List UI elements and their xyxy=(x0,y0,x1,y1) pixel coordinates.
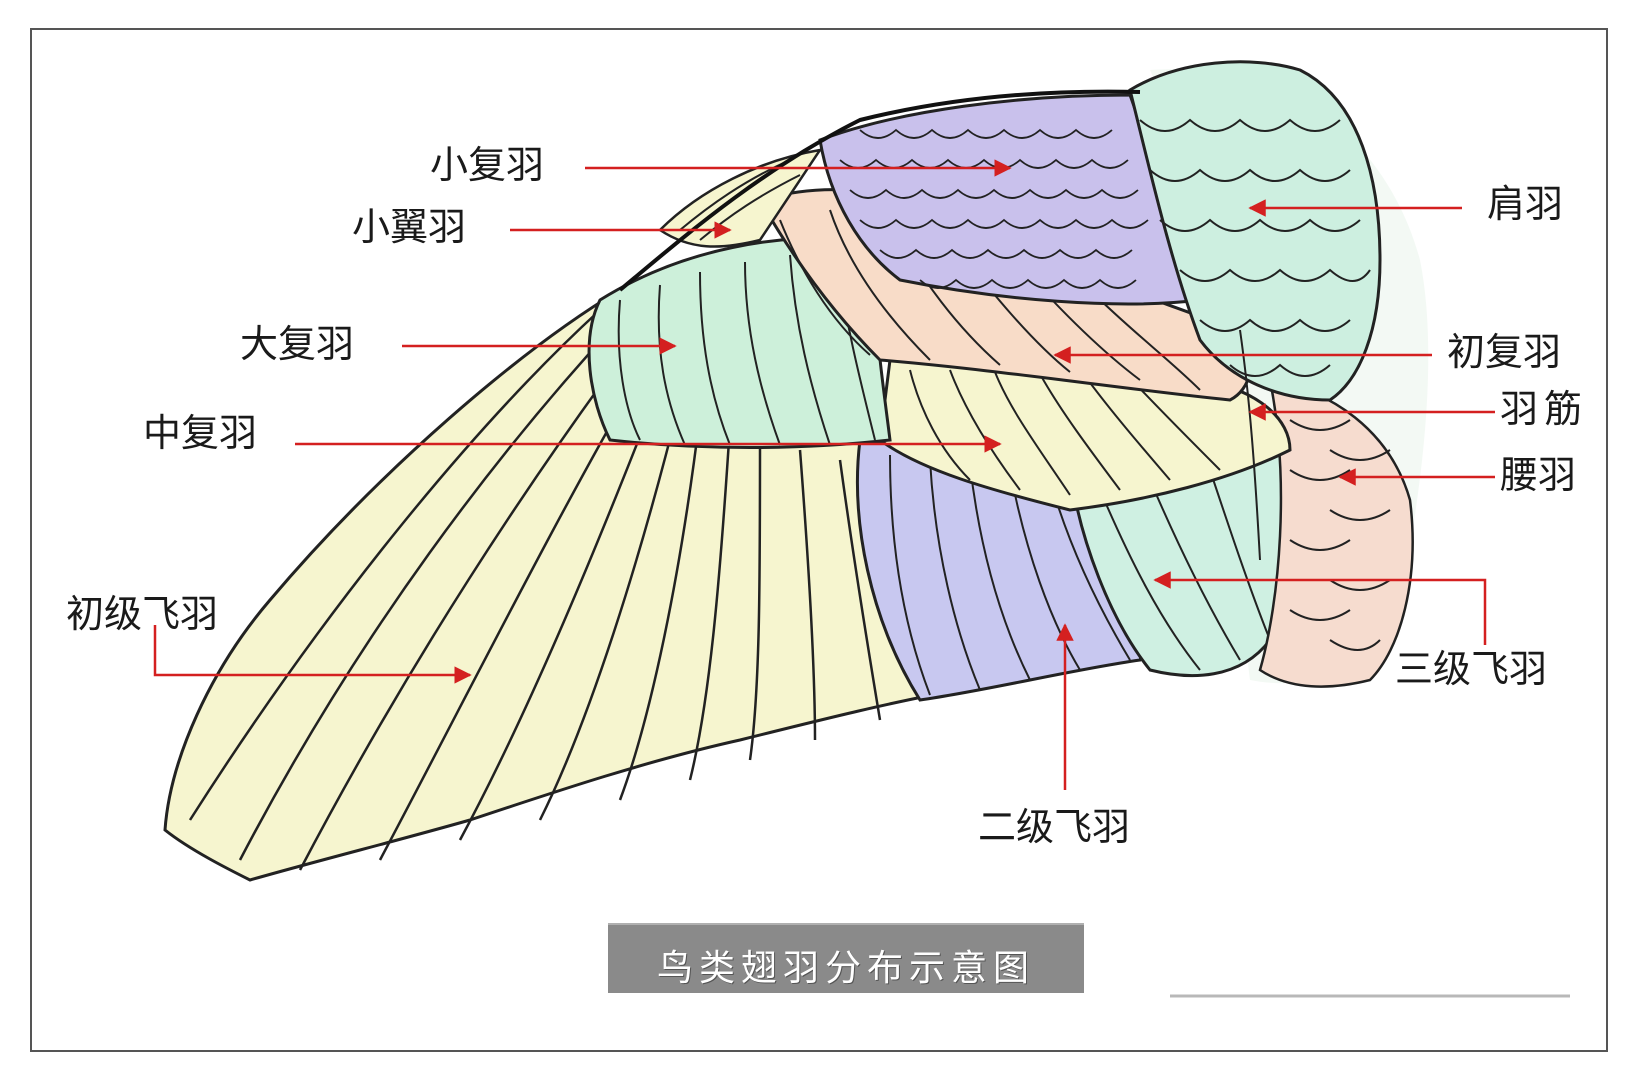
label-primaries: 初级飞羽 xyxy=(66,592,219,636)
label-alula: 小翼羽 xyxy=(352,205,467,249)
rump-area xyxy=(1258,378,1414,688)
scapulars-area xyxy=(1128,60,1382,402)
label-scapulars: 肩羽 xyxy=(1487,182,1564,226)
label-lesser-coverts: 小复羽 xyxy=(430,143,545,187)
feather-vein-line xyxy=(1239,329,1261,561)
label-greater-coverts: 大复羽 xyxy=(240,322,355,366)
label-tertials: 三级飞羽 xyxy=(1395,647,1548,691)
caption-box: 鸟类翅羽分布示意图 xyxy=(608,923,1084,993)
label-secondaries: 二级飞羽 xyxy=(978,805,1131,849)
pointer-primaries xyxy=(153,625,472,684)
label-rump: 腰羽 xyxy=(1500,453,1577,497)
pointer-tertials xyxy=(1153,571,1487,645)
caption-text: 鸟类翅羽分布示意图 xyxy=(656,948,1035,989)
leading-edge xyxy=(618,89,1141,292)
label-primary-coverts: 初复羽 xyxy=(1447,330,1562,374)
label-feather-vein: 羽筋 xyxy=(1500,387,1589,431)
label-median-coverts: 中复羽 xyxy=(143,411,258,455)
